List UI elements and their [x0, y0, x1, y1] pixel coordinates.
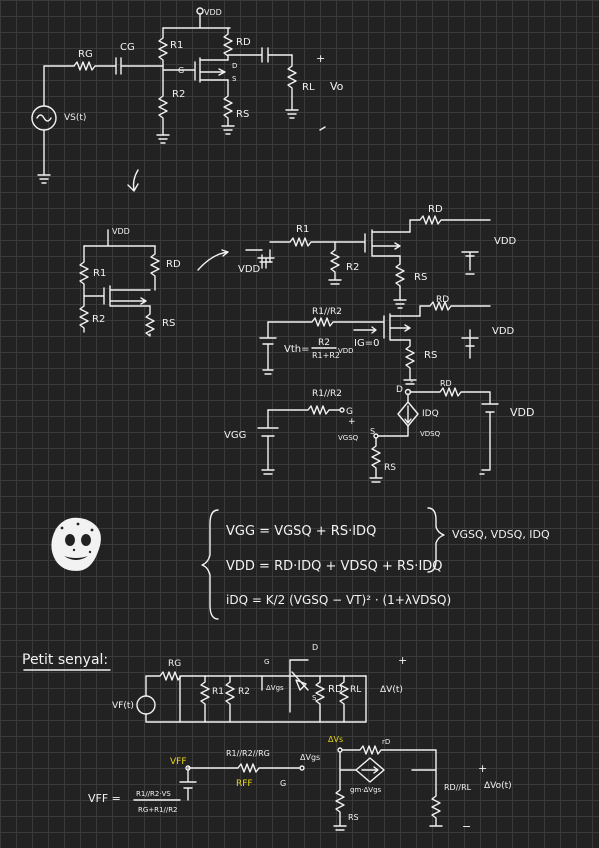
vo-label: Vo: [330, 80, 344, 93]
dc-circuit: VDD R1 R2 RD RS: [79, 227, 229, 337]
rd-label: RD: [436, 295, 449, 305]
vgg-label: VGG: [224, 430, 246, 441]
equation-block: VGG = VGSQ + RS·IDQ VDD = RD·IDQ + VDSQ …: [51, 507, 550, 620]
rg-label: RG: [168, 659, 181, 669]
top-circuit: VDD RG CG R1 R2 RD RS RL G D S Vo + VS(t…: [31, 7, 344, 192]
r1-label: R1: [296, 224, 309, 235]
r1r2-label: R1//R2: [312, 307, 342, 317]
plus-label: +: [316, 52, 325, 65]
drain-label: D: [396, 385, 403, 395]
thevenin-circuit: R1//R2 Vth= R2 R1+R2 VDD IG=0 RD RS VDD: [259, 295, 515, 385]
out-label: ΔV(t): [380, 685, 403, 695]
rd-label: RD: [166, 259, 181, 270]
rg-label: RG: [78, 49, 93, 60]
vdd-left-label: VDD: [238, 264, 261, 275]
rs-label: RS: [162, 318, 175, 329]
plus-label: +: [478, 762, 487, 775]
r1-label: R1: [212, 687, 224, 697]
rs-label: RS: [236, 109, 249, 120]
gm-label: gm·ΔVgs: [350, 786, 382, 794]
gate-label: G: [264, 658, 269, 666]
cg-label: CG: [120, 42, 135, 53]
rdrl-label: RD//RL: [444, 783, 472, 792]
equation-3: iDQ = K/2 (VGSQ − VT)² · (1+λVDSQ): [226, 593, 451, 607]
vth-numerator: R2: [318, 338, 330, 348]
gate-label: G: [280, 779, 286, 788]
rd-label: RD: [428, 204, 443, 215]
r2-label: R2: [92, 314, 105, 325]
drain-label: D: [232, 62, 237, 70]
r1r2-label: R1//R2: [312, 389, 342, 399]
vdd-label: VDD: [510, 406, 534, 419]
vth-vdd: VDD: [338, 347, 354, 355]
gate-label: G: [346, 407, 353, 417]
r1r2rg-label: R1//R2//RG: [226, 749, 270, 758]
idq-label: IDQ: [422, 409, 439, 419]
vff-lhs: VFF =: [88, 792, 121, 805]
vff-numerator: R1//R2·VS: [136, 790, 171, 798]
rd-label: rD: [382, 738, 390, 746]
vdd-label: VDD: [204, 8, 222, 17]
doodle-face: [51, 517, 101, 571]
equation-2: VDD = RD·IDQ + VDSQ + RS·IDQ: [226, 559, 443, 574]
right-arrow: [197, 249, 229, 271]
vgs-label: ΔVgs: [300, 753, 320, 762]
down-arrow: [127, 169, 139, 192]
small-signal-title: Petit senyal:: [22, 652, 108, 668]
r2-label: R2: [346, 262, 359, 273]
r1-label: R1: [93, 268, 106, 279]
plus-label: +: [398, 654, 407, 667]
rff-label: RFF: [236, 779, 253, 789]
out-label: ΔVo(t): [484, 781, 512, 791]
vs-label: VS(t): [64, 113, 86, 123]
vdd-label: VDD: [492, 326, 515, 337]
left-brace: [201, 509, 219, 620]
rd-label: RD: [328, 684, 343, 695]
minus-label: −: [462, 820, 471, 833]
ig-label: IG=0: [354, 338, 379, 349]
rd-label: RD: [440, 379, 452, 388]
vgsq-label: VGSQ: [338, 434, 359, 442]
small-signal-circuit: Petit senyal: RG VF(t) R1 R2 RD RL ΔV(t)…: [22, 643, 407, 723]
unknowns-label: VGSQ, VDSQ, IDQ: [452, 528, 550, 541]
source-label: S: [370, 427, 375, 436]
equation-1: VGG = VGSQ + RS·IDQ: [226, 524, 376, 539]
vdd-label: VDD: [112, 227, 130, 236]
vdsq-label: VDSQ: [420, 430, 441, 438]
r2-label: R2: [172, 89, 185, 100]
vdd-right-label: VDD: [494, 236, 517, 247]
vff-label: VFF: [170, 757, 187, 767]
vff-denominator: RG+R1//R2: [138, 806, 178, 814]
rs-label: RS: [414, 272, 427, 283]
vgs-label: ΔVgs: [266, 684, 284, 692]
source-label: S: [232, 75, 237, 83]
vth-denominator: R1+R2: [312, 351, 340, 360]
rl-label: RL: [302, 82, 315, 93]
vf-label: VF(t): [112, 701, 134, 711]
minus-label: -: [410, 377, 413, 387]
r2-label: R2: [238, 687, 250, 697]
vs-label: ΔVs: [328, 735, 343, 744]
rl-label: RL: [350, 685, 361, 695]
vth-label: Vth=: [284, 344, 309, 355]
gate-label: G: [178, 66, 184, 75]
dc-model-circuit: R1//R2 G D S VGG VGSQ + - IDQ VDSQ RD RS…: [224, 377, 534, 483]
rs-label: RS: [424, 350, 437, 361]
right-brace: [427, 507, 445, 573]
plus-label: +: [348, 417, 356, 427]
rs-label: RS: [384, 463, 396, 473]
dc-split-circuit: VDD R1 R2 RD RS VDD: [238, 204, 517, 309]
r1-label: R1: [170, 40, 183, 51]
drain-label: D: [312, 643, 318, 652]
rd-label: RD: [236, 37, 251, 48]
small-signal-model: R1//R2//RG RFF VFF G ΔVgs ΔVs rD gm·ΔVgs…: [88, 735, 512, 833]
source-label: S: [312, 694, 317, 702]
rs-label: RS: [348, 813, 359, 822]
